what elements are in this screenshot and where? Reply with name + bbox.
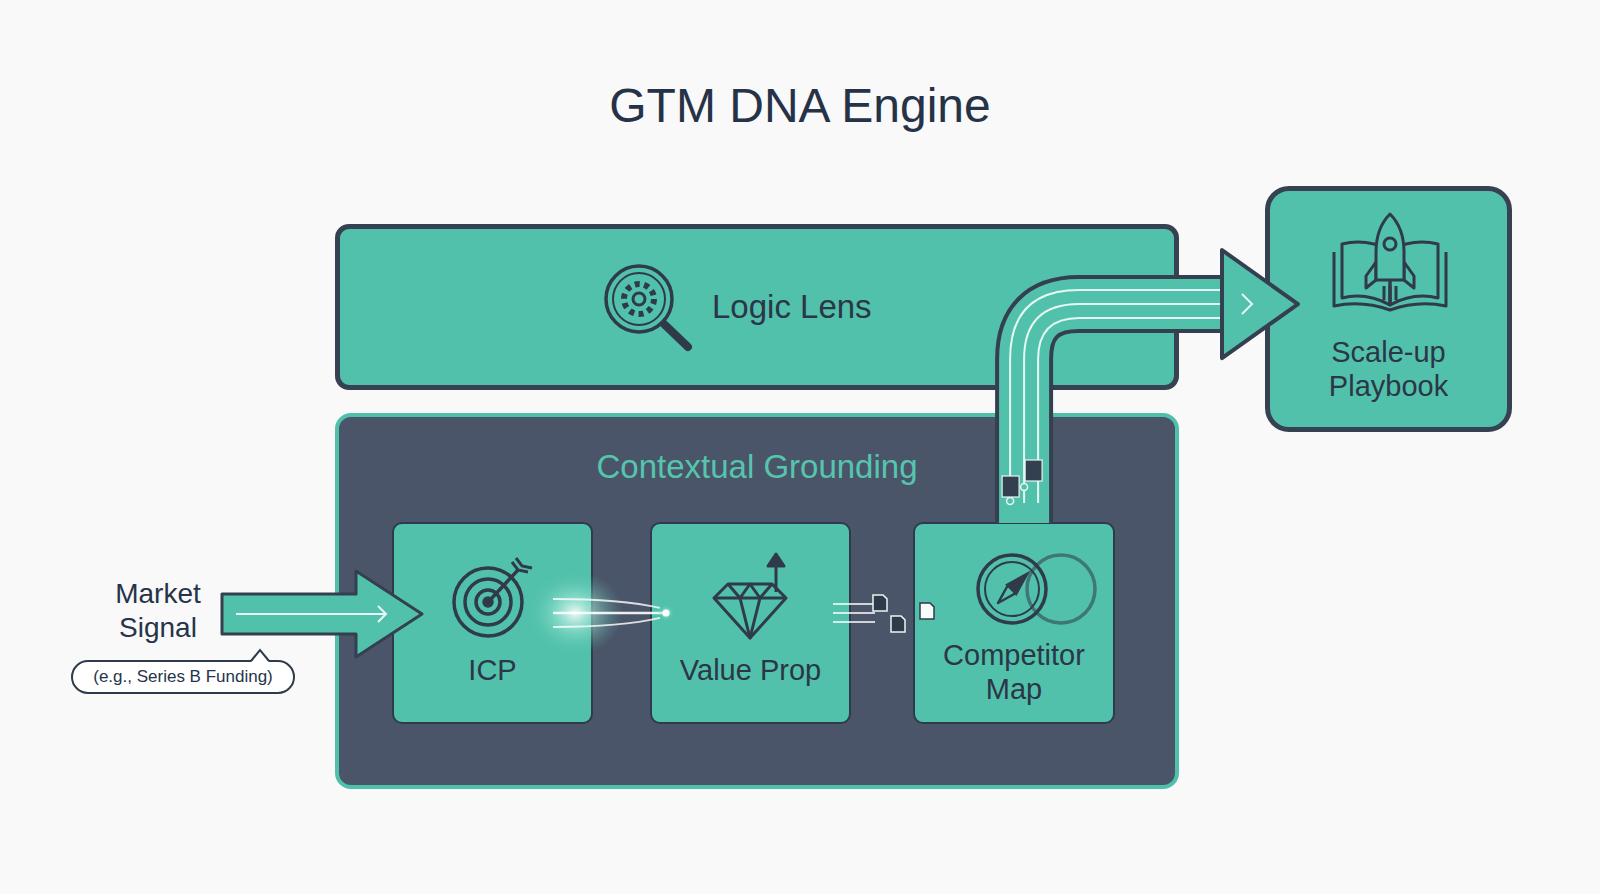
signal-heading: Market Signal <box>98 577 218 645</box>
process-box: ICP <box>392 522 593 724</box>
output-box: Scale-up Playbook <box>1265 186 1512 432</box>
band-title: Logic Lens <box>712 287 1032 327</box>
process-box: Value Prop <box>650 522 851 724</box>
container-title: Contextual Grounding <box>339 447 1175 487</box>
grounding-container: Contextual GroundingICP Value Prop Competi… <box>335 413 1179 789</box>
box-label: Competitor Map <box>925 638 1103 706</box>
circuit-head <box>1242 294 1252 314</box>
box-label: Scale-up Playbook <box>1290 335 1487 403</box>
box-label: Value Prop <box>652 652 849 688</box>
process-box: Competitor Map <box>913 522 1115 724</box>
logic-band: Logic Lens <box>335 224 1179 390</box>
box-label: ICP <box>394 652 591 688</box>
signal-callout: Market Signal (e.g., Series B Funding) <box>71 566 295 694</box>
diagram-title: GTM DNA Engine <box>0 76 1600 136</box>
example-pill: (e.g., Series B Funding) <box>71 660 295 694</box>
